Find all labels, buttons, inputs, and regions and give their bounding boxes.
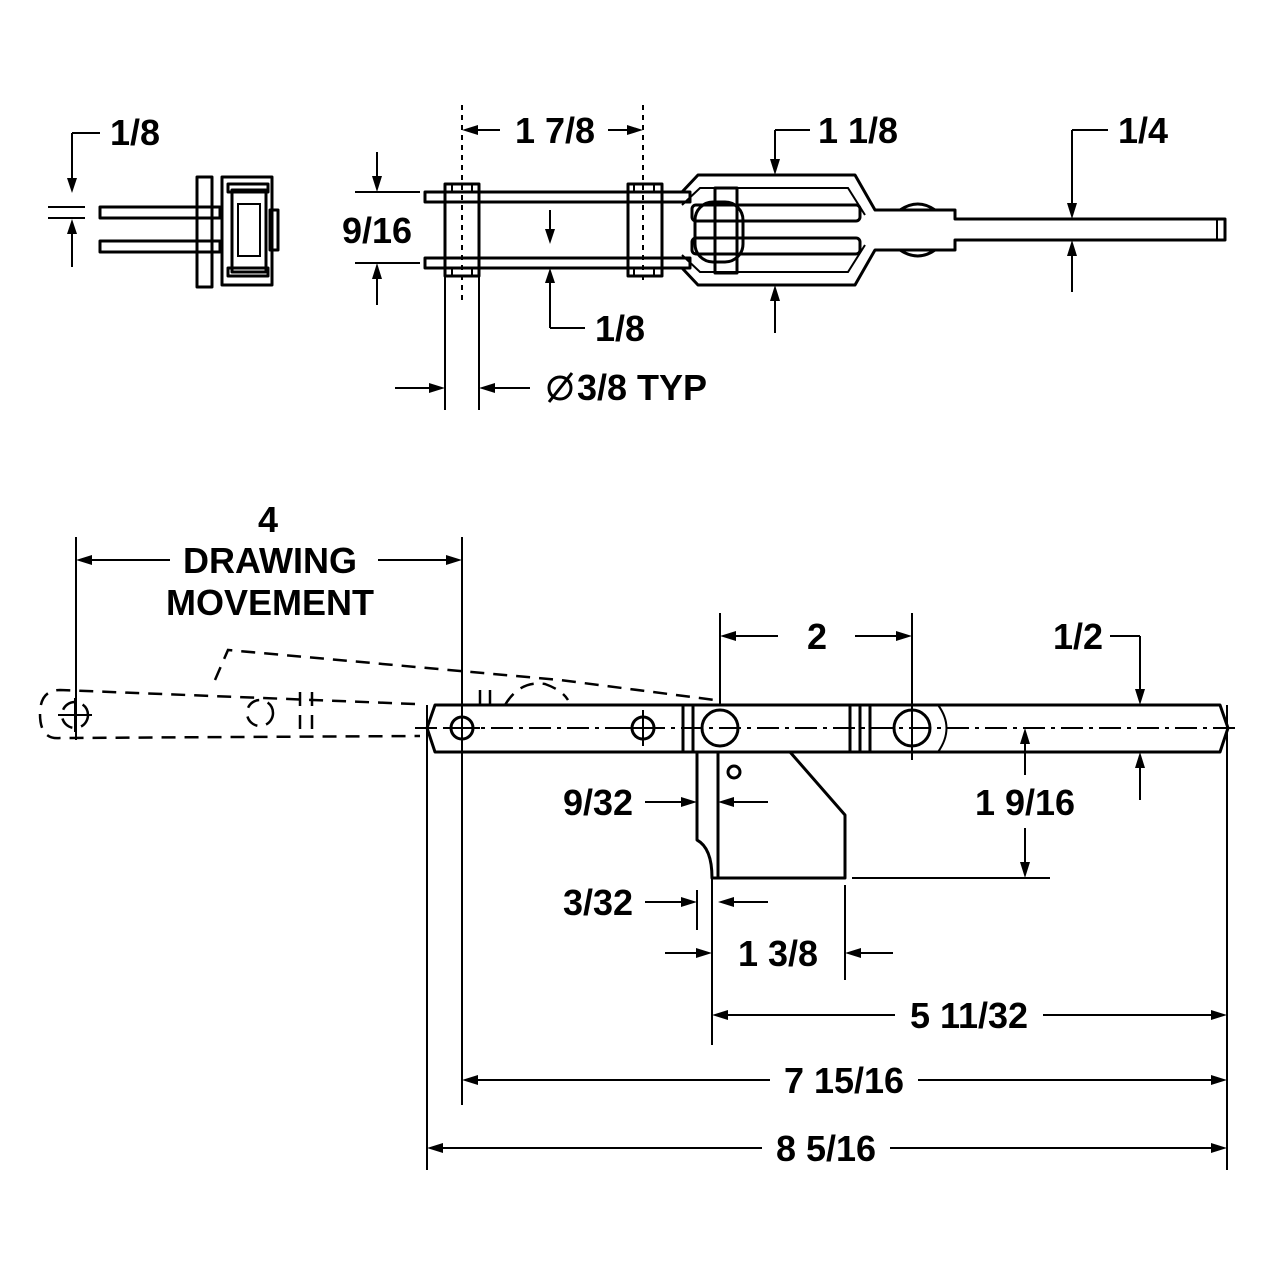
diameter-icon	[547, 372, 574, 403]
drawing-movement-line1: DRAWING	[183, 540, 357, 581]
pin-diameter-label: 3/8 TYP	[577, 367, 707, 408]
handle-width-label: 1/2	[1053, 616, 1103, 657]
length-5-11-32-label: 5 11/32	[910, 995, 1028, 1036]
pitch-top-label: 1 7/8	[515, 110, 595, 151]
offset-9-32-label: 9/32	[563, 782, 633, 823]
end-view-thickness-label: 1/8	[110, 112, 160, 153]
end-view: 1/8	[48, 112, 280, 289]
drawing-movement-value: 4	[258, 499, 278, 540]
hook-height-label: 1 1/8	[818, 110, 898, 151]
base-length-label: 1 3/8	[738, 933, 818, 974]
overall-length-label: 8 5/16	[776, 1128, 876, 1169]
top-view: 1 7/8 9/16 1/8	[342, 105, 1227, 410]
drawing-movement-line2: MOVEMENT	[166, 582, 374, 623]
side-view: 4 DRAWING MOVEMENT	[38, 499, 1240, 1170]
mount-height-label: 1 9/16	[975, 782, 1075, 823]
hole-spacing-label: 2	[807, 616, 827, 657]
link-height-label: 9/16	[342, 210, 412, 251]
offset-3-32-label: 3/32	[563, 882, 633, 923]
length-7-15-16-label: 7 15/16	[784, 1060, 904, 1101]
handle-thickness-label: 1/4	[1118, 110, 1168, 151]
strap-thickness-label: 1/8	[595, 308, 645, 349]
